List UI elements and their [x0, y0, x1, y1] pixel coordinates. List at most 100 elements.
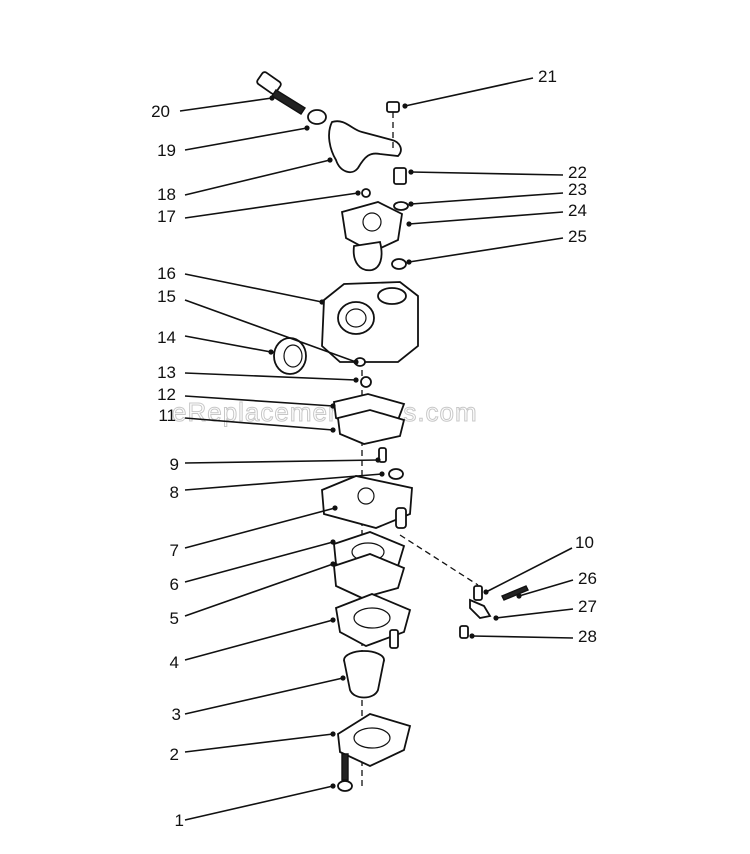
leader-line: [404, 77, 534, 107]
leader-dot: [330, 403, 336, 409]
callout-22: 22: [408, 163, 587, 182]
part-17-pin: [361, 188, 371, 198]
callout-number: 15: [157, 287, 176, 306]
callout-25: 25: [406, 227, 587, 265]
callout-number: 5: [170, 609, 179, 628]
leader-line: [184, 459, 379, 464]
leader-line: [184, 507, 336, 549]
callout-27: 27: [493, 597, 597, 621]
leader-dot: [406, 221, 412, 227]
callout-group: 1234567891011121314151617181920212223242…: [151, 67, 597, 830]
leader-line: [408, 211, 564, 225]
leader-dot: [353, 359, 359, 365]
callout-number: 7: [170, 541, 179, 560]
callout-number: 6: [170, 575, 179, 594]
leader-dot: [375, 457, 381, 463]
leader-line: [184, 563, 334, 617]
callout-2: 2: [170, 731, 336, 764]
part-24-throttle-body: [340, 201, 403, 272]
callout-26: 26: [516, 569, 597, 599]
leader-line: [495, 608, 574, 619]
leader-dot: [327, 157, 333, 163]
callout-8: 8: [170, 471, 385, 502]
callout-number: 18: [157, 185, 176, 204]
needle-axis: [399, 534, 479, 586]
leader-line: [184, 473, 383, 491]
callout-10: 10: [483, 533, 594, 595]
part-8-spring: [388, 468, 404, 480]
leader-dot: [269, 95, 275, 101]
callout-1: 1: [175, 783, 336, 830]
leader-dot: [406, 259, 412, 265]
leader-line: [184, 335, 272, 353]
leader-line: [184, 733, 334, 753]
callout-number: 9: [170, 455, 179, 474]
callout-number: 8: [170, 483, 179, 502]
leader-dot: [330, 617, 336, 623]
callout-number: 27: [578, 597, 597, 616]
part-14-seal: [273, 337, 307, 375]
part-25-nut: [391, 258, 407, 270]
callout-4: 4: [170, 617, 336, 672]
callout-20: 20: [151, 95, 275, 121]
leader-dot: [319, 299, 325, 305]
leader-line: [410, 171, 564, 176]
part-11-diaphragm: [337, 409, 406, 445]
callout-19: 19: [157, 125, 310, 160]
callout-12: 12: [157, 385, 336, 409]
callout-28: 28: [469, 627, 597, 646]
leader-dot: [268, 349, 274, 355]
part-10-spring: [473, 585, 483, 601]
leader-dot: [402, 103, 408, 109]
callout-number: 24: [568, 201, 587, 220]
leader-line: [184, 785, 334, 821]
watermark: eReplacementParts.com: [172, 397, 478, 427]
callout-13: 13: [157, 363, 359, 383]
leader-dot: [483, 589, 489, 595]
leader-dot: [408, 169, 414, 175]
callout-5: 5: [170, 561, 336, 628]
part-5-diaphragm: [333, 553, 406, 599]
leader-line: [184, 619, 334, 661]
callout-23: 23: [408, 180, 587, 207]
leader-dot: [330, 427, 336, 433]
leader-line: [184, 677, 344, 715]
leader-line: [179, 97, 273, 112]
part-26-pin: [501, 585, 529, 601]
callout-number: 11: [158, 406, 176, 425]
callout-14: 14: [157, 328, 274, 355]
leader-line: [485, 547, 573, 593]
leader-dot: [379, 471, 385, 477]
callout-number: 20: [151, 102, 170, 121]
callout-number: 13: [157, 363, 176, 382]
callout-7: 7: [170, 505, 338, 560]
leader-line: [184, 541, 334, 583]
callout-number: 23: [568, 180, 587, 199]
leader-line: [410, 192, 564, 205]
callout-number: 19: [157, 141, 176, 160]
part-16-carburetor-body: [321, 281, 419, 363]
callout-18: 18: [157, 157, 333, 204]
part-23-washer: [393, 201, 409, 211]
callout-number: 28: [578, 627, 597, 646]
callout-number: 4: [170, 653, 179, 672]
callout-6: 6: [170, 539, 336, 594]
leader-line: [408, 237, 564, 263]
callout-24: 24: [406, 201, 587, 227]
part-7-pump-body: [321, 475, 413, 529]
callout-number: 12: [157, 385, 176, 404]
leader-dot: [304, 125, 310, 131]
callout-16: 16: [157, 264, 325, 305]
leader-dot: [408, 201, 414, 207]
part-27-lever: [469, 598, 492, 619]
part-20-screw: [256, 71, 306, 115]
callout-number: 16: [157, 264, 176, 283]
part-3-filter-cup: [343, 650, 385, 699]
leader-dot: [516, 593, 522, 599]
callout-9: 9: [170, 455, 381, 474]
leader-line: [184, 192, 359, 219]
leader-dot: [330, 783, 336, 789]
part-13-check: [360, 376, 372, 388]
leader-line: [184, 417, 334, 431]
